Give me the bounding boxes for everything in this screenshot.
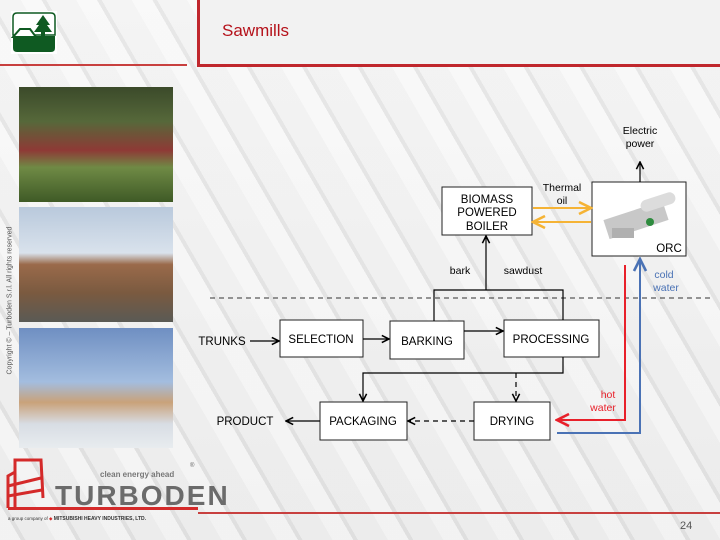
processing-label: PROCESSING [513,334,590,346]
sawmill-category-icon [10,11,57,54]
group-company-text: a group company of ◆ MITSUBISHI HEAVY IN… [8,515,146,523]
byproduct-collector-line [433,289,564,321]
logo-underline [8,507,198,510]
arrow-processing-packaging [363,357,564,401]
thermal-oil-label-1: Thermal [543,182,582,194]
thermal-oil-label-2: oil [557,195,568,207]
packaging-box [319,401,408,441]
arrow-cold-water [557,259,640,434]
barking-label: BARKING [401,336,453,348]
drying-box [473,401,551,441]
group-prefix: a group company of [8,516,48,521]
mitsubishi-icon: ◆ [49,516,53,521]
selection-label: SELECTION [288,334,353,346]
hot-water-label-1: hot [601,389,616,401]
arrow-hot-water [557,265,626,420]
barking-box [389,320,465,360]
sawmill-photo-winter [19,328,173,448]
drying-label: DRYING [490,416,535,428]
boiler-label-2: POWERED [457,207,516,219]
sawmill-photo-aerial [19,87,173,202]
brand-tagline: clean energy ahead [100,470,175,479]
brand-name: TURBODEN [55,480,230,511]
cold-water-label-1: cold [654,269,673,281]
footer-divider [198,512,720,514]
sawdust-label: sawdust [504,265,543,277]
electric-power-label-2: power [626,138,655,150]
sawmill-photo-tower [19,207,173,322]
registered-mark: ® [190,463,195,469]
electric-power-label-1: Electric [623,125,657,137]
boiler-label-1: BIOMASS [461,194,514,206]
cold-water-label-2: water [652,282,679,294]
turboden-logo-mark [6,458,45,508]
hot-water-label-2: water [589,402,616,414]
trunks-label: TRUNKS [198,336,246,348]
processing-box [503,319,600,358]
selection-box [279,319,364,358]
title-frame [197,0,720,67]
bark-label: bark [450,265,471,277]
slide-title: Sawmills [222,21,290,40]
orc-machine-icon [603,192,676,240]
group-name: MITSUBISHI HEAVY INDUSTRIES, LTD. [53,516,147,522]
product-label: PRODUCT [217,416,274,428]
boiler-label-3: BOILER [466,221,508,233]
page-number: 24 [680,520,693,532]
packaging-label: PACKAGING [329,416,397,428]
header-divider [0,64,187,66]
orc-label: ORC [656,243,682,255]
